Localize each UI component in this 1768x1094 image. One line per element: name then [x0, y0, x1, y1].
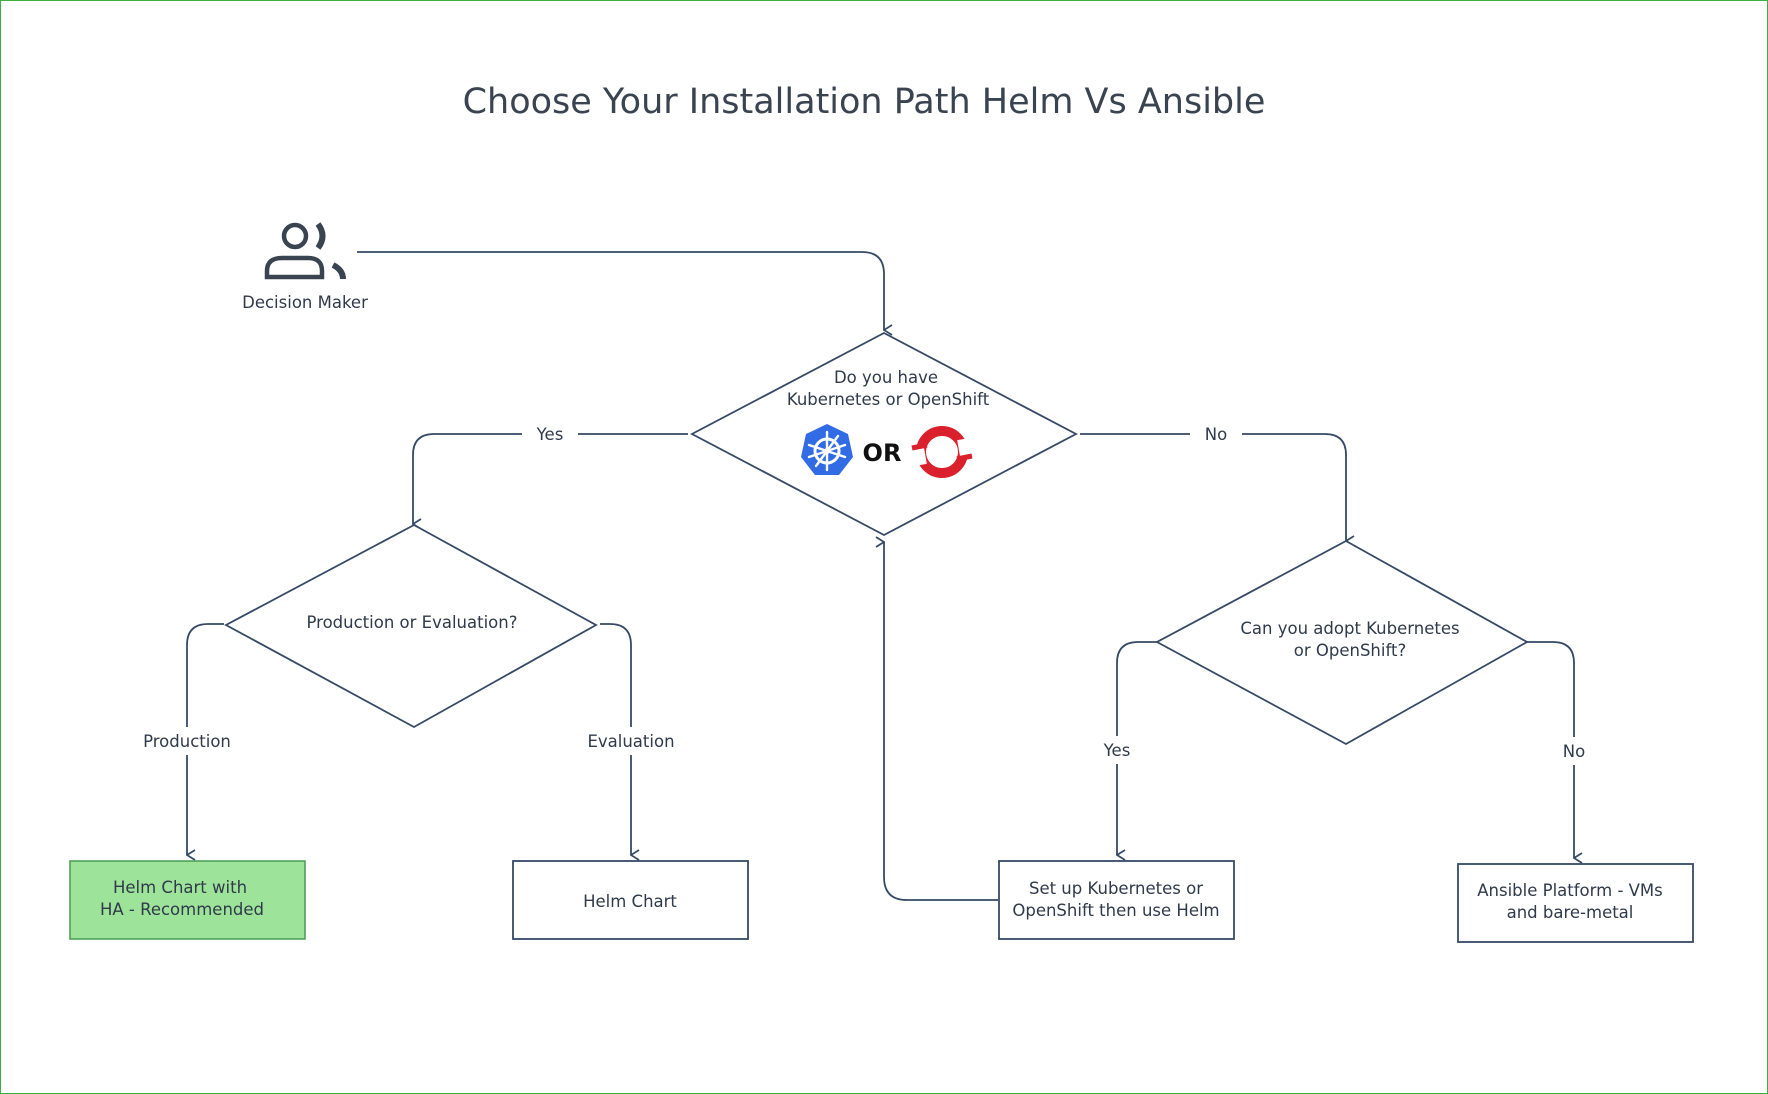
- outcome-ansible-platform: Ansible Platform - VMs and bare-metal: [1457, 863, 1694, 943]
- outcome-setup-kubernetes-line1: Set up Kubernetes or: [1029, 879, 1203, 898]
- edge-adopt-no: [1527, 641, 1574, 858]
- edge-label-adopt-yes: Yes: [1103, 741, 1131, 760]
- edge-actor-to-main: [357, 251, 884, 330]
- decision-has-kubernetes-line2: Kubernetes or OpenShift: [787, 390, 990, 409]
- outcome-helm-chart-ha: Helm Chart with HA - Recommended: [69, 860, 306, 940]
- edge-adopt-yes: [1117, 641, 1157, 855]
- decision-production-or-evaluation: Production or Evaluation?: [224, 523, 598, 729]
- or-text: OR: [863, 439, 902, 467]
- edge-label-main-no: No: [1205, 425, 1227, 444]
- kubernetes-logo: [801, 424, 853, 475]
- edge-setup-loop-back: [884, 542, 998, 901]
- decision-has-kubernetes: Do you have Kubernetes or OpenShift OR: [690, 331, 1078, 537]
- edge-main-yes: [413, 433, 688, 524]
- diagram-title: Choose Your Installation Path Helm Vs An…: [463, 82, 1266, 122]
- decision-can-adopt-kubernetes-line2: or OpenShift?: [1294, 641, 1406, 660]
- outcome-helm-chart: Helm Chart: [512, 860, 749, 940]
- edge-main-no: [1080, 433, 1346, 541]
- outcome-helm-chart-ha-line1: Helm Chart with: [113, 878, 247, 897]
- decision-can-adopt-kubernetes: Can you adopt Kubernetes or OpenShift?: [1155, 539, 1529, 746]
- decision-maker-label: Decision Maker: [242, 293, 368, 312]
- edge-label-production: Production: [143, 732, 231, 751]
- outcome-setup-kubernetes-line2: OpenShift then use Helm: [1012, 901, 1219, 920]
- edge-label-adopt-no: No: [1563, 742, 1585, 761]
- decision-maker-actor: Decision Maker: [242, 222, 368, 312]
- edge-label-main-yes: Yes: [536, 425, 564, 444]
- decision-production-or-evaluation-label: Production or Evaluation?: [307, 613, 518, 632]
- edge-evaluation: [600, 623, 631, 855]
- edge-production: [187, 623, 224, 855]
- decision-has-kubernetes-line1: Do you have: [834, 368, 938, 387]
- outcome-helm-chart-ha-line2: HA - Recommended: [100, 900, 264, 919]
- outcome-ansible-platform-line1: Ansible Platform - VMs: [1477, 881, 1663, 900]
- openshift-logo: [911, 426, 973, 478]
- outcome-setup-kubernetes: Set up Kubernetes or OpenShift then use …: [998, 860, 1235, 940]
- person-icon: [264, 222, 346, 280]
- outcome-helm-chart-label: Helm Chart: [583, 892, 677, 911]
- outcome-ansible-platform-line2: and bare-metal: [1507, 903, 1634, 922]
- edge-label-evaluation: Evaluation: [587, 732, 674, 751]
- decision-can-adopt-kubernetes-line1: Can you adopt Kubernetes: [1240, 619, 1459, 638]
